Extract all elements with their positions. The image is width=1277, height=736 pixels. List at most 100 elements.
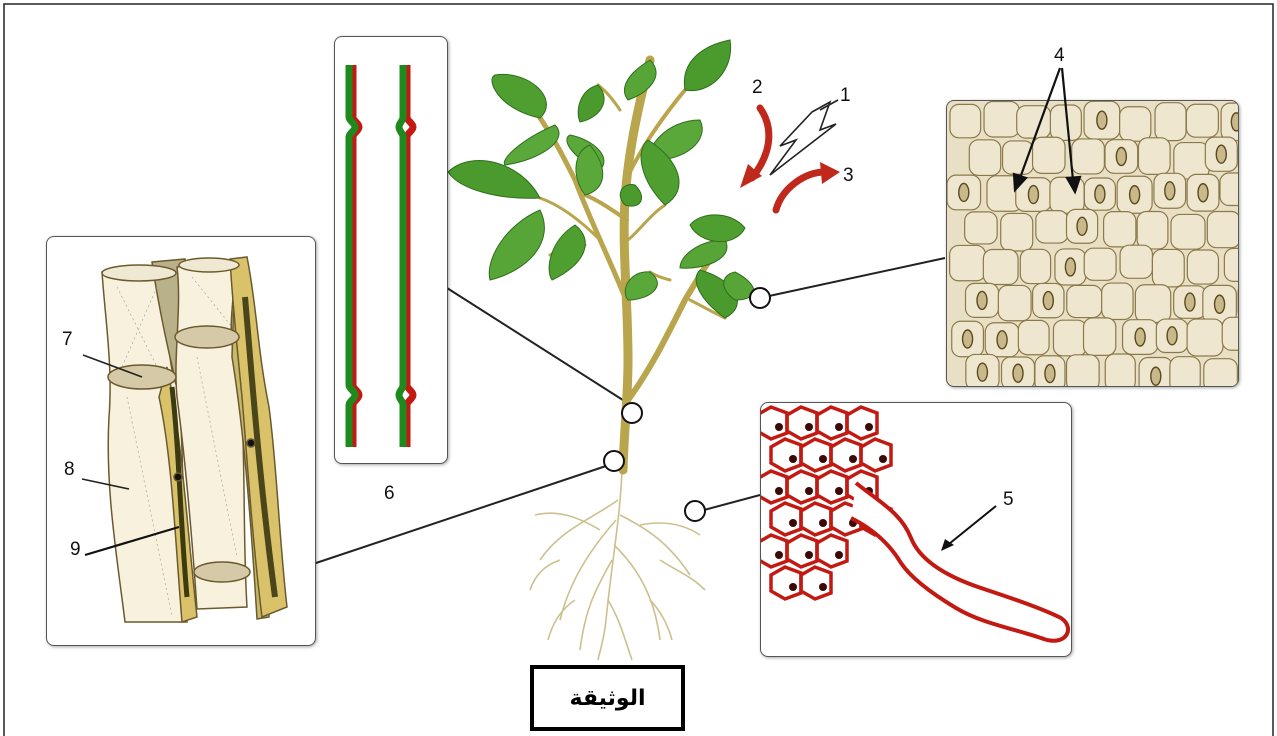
epidermal-cell	[1018, 320, 1049, 354]
epidermal-cell	[1155, 103, 1186, 141]
panel-conducting-tissue	[46, 236, 316, 646]
epidermal-cell	[1222, 317, 1238, 350]
epidermal-cell	[1084, 248, 1116, 280]
parenchyma-cell	[761, 535, 787, 567]
label-8: 8	[64, 460, 75, 479]
parenchyma-cell	[801, 503, 831, 535]
label-6: 6	[384, 484, 395, 503]
epidermal-cell	[1104, 212, 1136, 247]
light-bolt-icon	[770, 102, 836, 175]
epidermal-cell	[1017, 106, 1051, 138]
epidermal-cell	[1120, 107, 1151, 142]
stoma	[959, 183, 969, 201]
pointer-5	[944, 506, 996, 548]
epidermal-cell	[1204, 359, 1238, 386]
parenchyma-cell	[817, 535, 847, 567]
cell-nucleus	[879, 455, 887, 463]
parenchyma-cell	[831, 439, 861, 471]
stoma	[1065, 258, 1075, 276]
leaf	[680, 240, 727, 268]
epidermal-cell	[1050, 177, 1084, 213]
marker-root	[685, 501, 705, 521]
epidermal-cell	[998, 285, 1031, 320]
label-9: 9	[70, 540, 81, 559]
leaf	[620, 185, 641, 207]
stoma	[1013, 364, 1023, 382]
cell-nucleus	[805, 487, 813, 495]
epidermal-cell	[965, 212, 997, 244]
parenchyma-cell	[787, 535, 817, 567]
stoma	[963, 330, 973, 348]
stoma	[1077, 217, 1087, 235]
epidermal-cell	[1170, 357, 1200, 386]
stoma	[1130, 186, 1140, 204]
label-3: 3	[843, 166, 854, 185]
cell-nucleus	[849, 455, 857, 463]
parenchyma-cell	[771, 439, 801, 471]
stoma	[1185, 293, 1195, 311]
parenchyma-cell	[817, 471, 847, 503]
panel-vessel-tubes	[334, 36, 448, 464]
panel-root-hair	[760, 402, 1072, 657]
leaf	[578, 85, 604, 122]
epidermal-cell	[1187, 250, 1218, 284]
epidermal-cell	[1220, 173, 1238, 206]
epidermal-cell	[1187, 319, 1223, 356]
cell-nucleus	[865, 423, 873, 431]
parenchyma-cell	[761, 471, 787, 503]
epidermal-cell	[1135, 285, 1170, 323]
leaf	[448, 160, 540, 198]
document-caption: الوثيقة	[530, 665, 685, 731]
leaf	[625, 272, 657, 300]
root-hair-art	[761, 403, 1071, 656]
arrow-2	[752, 108, 769, 178]
epidermal-cell	[950, 245, 986, 280]
epidermal-cell	[969, 140, 1000, 176]
epidermal-cell	[1001, 213, 1033, 251]
stoma	[1097, 111, 1107, 129]
stoma	[977, 291, 987, 309]
stoma	[1116, 147, 1126, 165]
leaf	[492, 74, 546, 118]
epidermal-cell	[1137, 212, 1168, 249]
stoma	[1043, 292, 1053, 310]
marker-stem-lower	[604, 451, 624, 471]
parenchyma-cell	[847, 407, 877, 439]
epidermal-cell	[1102, 283, 1133, 319]
cell-nucleus	[805, 551, 813, 559]
stoma	[1231, 113, 1238, 131]
leaf	[549, 225, 585, 280]
cell-nucleus	[819, 583, 827, 591]
cell-nucleus	[789, 519, 797, 527]
leaf	[489, 210, 544, 280]
cell-nucleus	[819, 455, 827, 463]
cell-nucleus	[835, 423, 843, 431]
leaf-epidermis-art	[947, 101, 1238, 386]
epidermal-cell	[1050, 105, 1081, 140]
cell-nucleus	[835, 551, 843, 559]
epidermal-cell	[1084, 318, 1116, 356]
epidermal-cell	[983, 250, 1018, 285]
epidermal-cell	[1224, 248, 1238, 281]
epidermal-cell	[1207, 211, 1238, 247]
leaf	[624, 60, 656, 100]
marker-leaf	[750, 288, 770, 308]
parenchyma-cell	[817, 407, 847, 439]
label-4: 4	[1054, 46, 1065, 65]
cell-nucleus	[789, 583, 797, 591]
epidermal-cell	[1120, 245, 1152, 278]
epidermal-cell	[984, 101, 1019, 137]
parenchyma-cell	[787, 407, 817, 439]
arrow-3	[776, 172, 825, 210]
epidermal-cell	[1072, 139, 1105, 174]
parenchyma-cell	[801, 439, 831, 471]
cell-nucleus	[775, 487, 783, 495]
epidermal-cell	[1186, 104, 1218, 137]
cell-nucleus	[775, 423, 783, 431]
stoma	[1151, 367, 1161, 385]
vessel-tubes-art	[335, 37, 447, 463]
conducting-tissue-art	[47, 237, 315, 645]
leaf	[684, 40, 730, 91]
marker-stem-upper	[622, 403, 642, 423]
